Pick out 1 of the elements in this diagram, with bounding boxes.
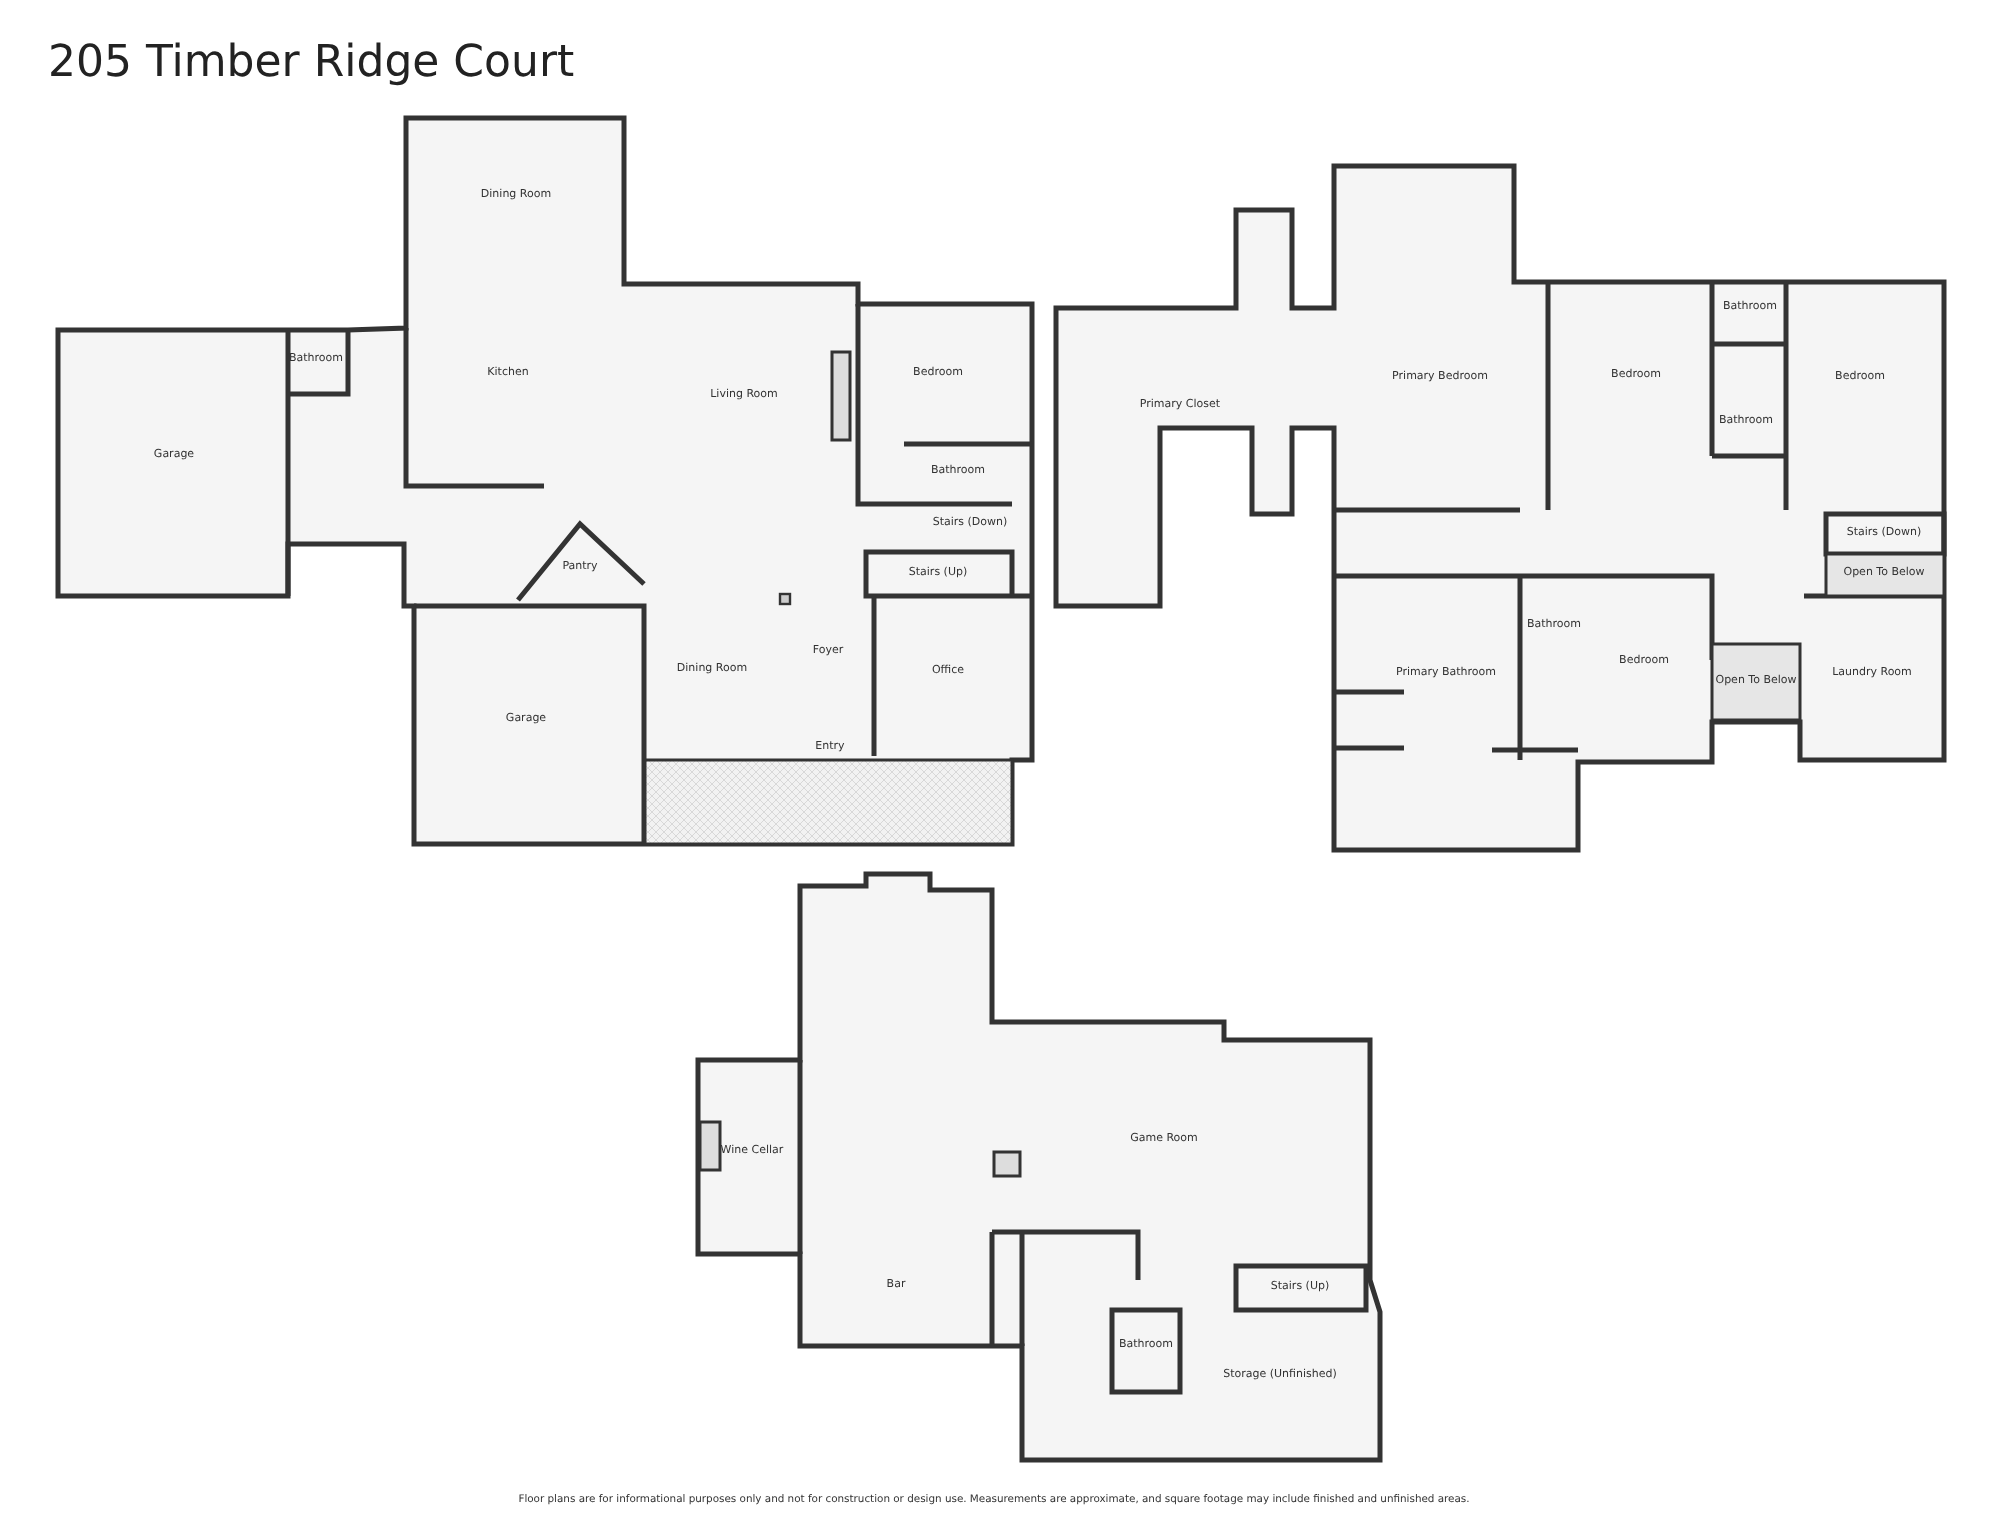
plan-title: 205 Timber Ridge Court <box>48 38 575 88</box>
